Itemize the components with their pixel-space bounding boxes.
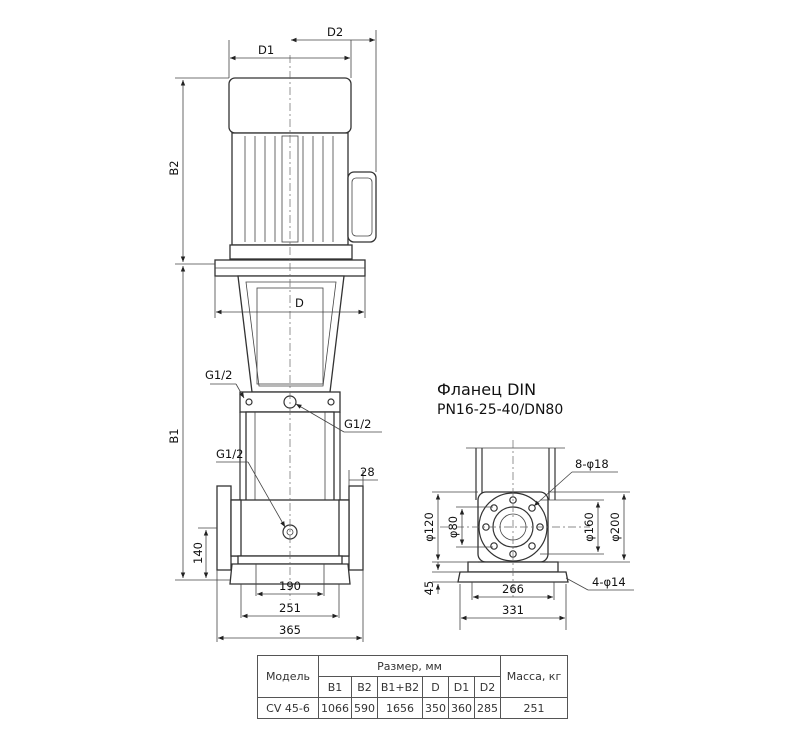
label-140: 140 bbox=[191, 542, 205, 564]
label-phi80: φ80 bbox=[446, 516, 460, 538]
motor-base bbox=[229, 244, 353, 260]
label-190: 190 bbox=[279, 579, 301, 593]
label-365: 365 bbox=[279, 623, 301, 637]
flange-left bbox=[216, 485, 232, 571]
cell-b2: 590 bbox=[351, 697, 378, 719]
cell-mass: 251 bbox=[500, 697, 568, 719]
label-d1: D1 bbox=[258, 43, 274, 57]
table-subheader-row: B1 B2 B1+B2 D D1 D2 bbox=[258, 676, 568, 698]
pump-drawing: D1 D2 B2 B1 D G1/2 G1/2 G1/2 140 28 190 … bbox=[167, 25, 634, 642]
label-phi160: φ160 bbox=[582, 512, 596, 542]
cell-d2: 285 bbox=[474, 697, 501, 719]
label-45: 45 bbox=[422, 581, 436, 596]
col-d1: D1 bbox=[448, 676, 475, 698]
cell-d: 350 bbox=[422, 697, 449, 719]
flange-dimensions bbox=[432, 471, 634, 630]
label-holes: 8-φ18 bbox=[575, 457, 609, 471]
flange-right bbox=[348, 485, 364, 571]
model-header: Модель bbox=[257, 655, 319, 698]
col-d: D bbox=[422, 676, 449, 698]
mass-header: Масса, кг bbox=[500, 655, 568, 698]
label-d2: D2 bbox=[327, 25, 343, 39]
col-b1b2: B1+B2 bbox=[377, 676, 423, 698]
side-dimensions bbox=[175, 30, 382, 642]
pump-side-view bbox=[214, 55, 377, 600]
cell-b1: 1066 bbox=[318, 697, 352, 719]
lantern-housing bbox=[237, 275, 345, 393]
label-b1: B1 bbox=[167, 428, 181, 443]
col-b2: B2 bbox=[351, 676, 378, 698]
cell-b1b2: 1656 bbox=[377, 697, 423, 719]
flange-base bbox=[457, 571, 569, 583]
cell-d1: 360 bbox=[448, 697, 475, 719]
col-b1: B1 bbox=[318, 676, 352, 698]
table-row: CV 45-6 1066 590 1656 350 360 285 251 bbox=[257, 697, 568, 719]
flange-view bbox=[440, 440, 590, 600]
flange-title: Фланец DIN bbox=[437, 380, 536, 399]
label-331: 331 bbox=[502, 603, 524, 617]
bolt-holes bbox=[482, 496, 544, 558]
label-251: 251 bbox=[279, 601, 301, 615]
label-266: 266 bbox=[502, 582, 524, 596]
label-g-mid: G1/2 bbox=[344, 417, 371, 431]
cell-model: CV 45-6 bbox=[257, 697, 319, 719]
terminal-box bbox=[347, 171, 377, 243]
label-b2: B2 bbox=[167, 160, 181, 175]
label-g-low: G1/2 bbox=[216, 447, 243, 461]
flange-subtitle: PN16-25-40/DN80 bbox=[437, 402, 563, 418]
col-d2: D2 bbox=[474, 676, 501, 698]
label-phi120: φ120 bbox=[422, 512, 436, 542]
label-phi200: φ200 bbox=[608, 512, 622, 542]
table-header-row: Модель Размер, мм Масса, кг bbox=[257, 655, 568, 698]
label-d: D bbox=[295, 296, 304, 310]
label-g-top: G1/2 bbox=[205, 368, 232, 382]
label-28: 28 bbox=[360, 465, 375, 479]
spec-table: Модель Размер, мм Масса, кг B1 B2 B1+B2 … bbox=[257, 655, 568, 719]
size-header: Размер, мм bbox=[318, 655, 501, 677]
label-feet: 4-φ14 bbox=[592, 575, 626, 589]
